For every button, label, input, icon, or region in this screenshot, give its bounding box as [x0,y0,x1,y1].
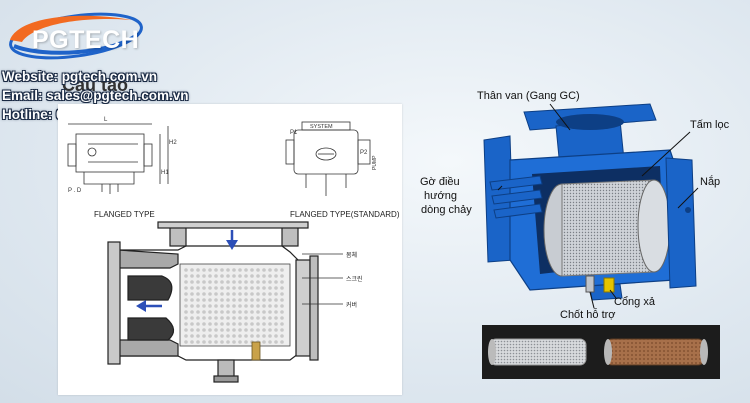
label-guide-line3: dòng chảy [421,204,472,216]
dim-h2: H2 [169,140,177,146]
website-text: Website: pgtech.com.vn [2,69,158,84]
logo-text: PGTECH [32,26,140,54]
label-support: Chốt hỗ trợ [560,309,616,321]
label-filter: Tấm lọc [690,119,730,131]
filter-photo-strip [482,325,720,379]
pump-label: PUMP [372,155,378,170]
label-guide-line2: hướng [424,190,457,202]
email-text: Email: sales@pgtech.com.vn [2,88,189,103]
caption-flanged-type-standard: FLANGED TYPE(STANDARD) [290,210,400,219]
screen-perforations [184,268,284,344]
system-label: SYSTEM [310,124,333,130]
pd-label: P . D [68,188,82,194]
label-drain: Cổng xả [614,296,655,308]
pgtech-logo: PGTECH [4,6,144,64]
korean-label-screen: 스크린 [346,277,363,283]
slide-title: Cấu tạo [62,75,129,95]
filter-photo [488,338,708,366]
label-guide-line1: Gờ điều [420,176,460,188]
technical-drawing-panel: H1 H2 L P . D SYSTEM P1 P2 PUMP [58,104,402,395]
p1-label: P1 [290,130,298,136]
logo-swoosh-icon [9,12,143,60]
p2-label: P2 [360,150,368,156]
label-cover: Nắp [700,176,721,188]
valve-cutaway-illustration [483,103,699,309]
korean-label-cover: 커버 [346,303,358,309]
dim-h1: H1 [161,170,169,176]
label-body: Thân van (Gang GC) [477,90,580,102]
korean-label-body: 몸체 [346,253,358,259]
dim-l: L [104,117,108,123]
technical-drawing: H1 H2 L P . D SYSTEM P1 P2 PUMP [67,117,378,383]
caption-flanged-type: FLANGED TYPE [94,210,155,219]
